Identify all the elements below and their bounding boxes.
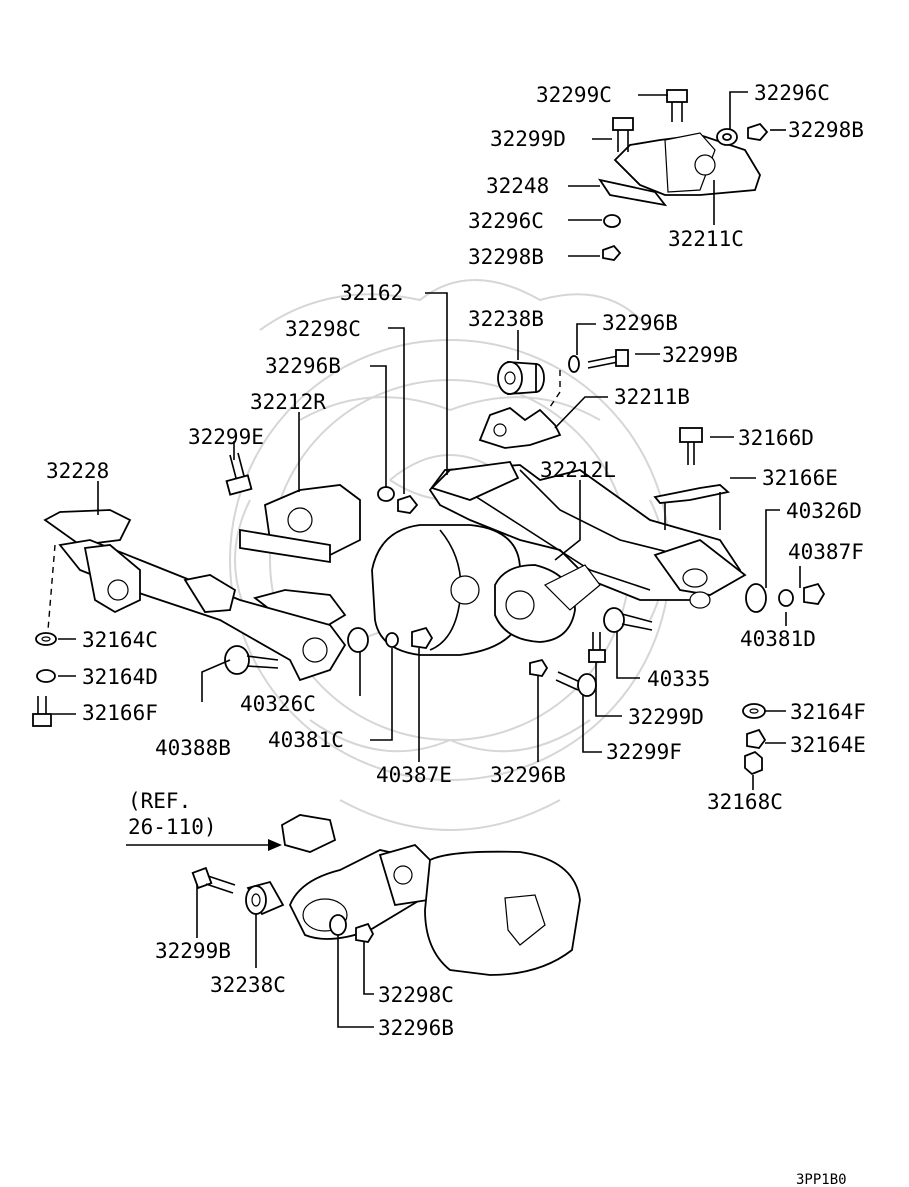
- bolt-40388B: [224, 645, 279, 675]
- callout-40326C: 40326C: [240, 692, 316, 716]
- callout-40381D: 40381D: [740, 627, 816, 651]
- callout-32166E: 32166E: [762, 466, 838, 490]
- washer-32296C-top: [716, 128, 738, 146]
- callout-40388B: 40388B: [155, 736, 231, 760]
- callout-32168C: 32168C: [707, 790, 783, 814]
- callout-32298C-bottom: 32298C: [378, 983, 454, 1007]
- callout-40335: 40335: [647, 667, 710, 691]
- washer-32164D: [36, 669, 56, 683]
- callout-32296B-bottom: 32296B: [378, 1016, 454, 1040]
- washer-40381C: [385, 632, 399, 648]
- nut-40387E: [411, 626, 434, 649]
- bolt-32166D: [679, 427, 703, 465]
- callout-32298B-top: 32298B: [788, 118, 864, 142]
- washer-32296B-bottom: [329, 914, 347, 936]
- ref-note-line1: (REF.: [128, 789, 191, 813]
- callout-32299B-bottom: 32299B: [155, 939, 231, 963]
- bolt-32299F: [555, 671, 597, 697]
- bolt-32299E: [225, 452, 253, 496]
- callout-32299D-low: 32299D: [628, 705, 704, 729]
- differential-mount-32212L: [494, 564, 601, 643]
- leader-lines: [52, 91, 801, 1028]
- callout-32299D-top: 32299D: [490, 127, 566, 151]
- nut-32298B-mid: [602, 244, 622, 261]
- callout-32248: 32248: [486, 174, 549, 198]
- mount-bracket-32211B: [478, 406, 562, 449]
- washer-40326D: [745, 583, 767, 613]
- bolt-32299C: [666, 89, 688, 122]
- ref-note-line2: 26-110): [128, 815, 217, 839]
- bushing-leader-dashed: [547, 370, 561, 411]
- callout-32299B-top: 32299B: [662, 343, 738, 367]
- bushing-32238C: [245, 880, 285, 916]
- ref-arrowhead: [268, 839, 282, 851]
- bolt-32299D-low: [588, 632, 606, 663]
- callout-32166D: 32166D: [738, 426, 814, 450]
- callout-32228: 32228: [46, 459, 109, 483]
- front-mount-bracket-32211C: [598, 132, 761, 207]
- callout-32296B-low: 32296B: [490, 763, 566, 787]
- diagram-code: 3PP1B0: [796, 1172, 847, 1187]
- callout-32211B: 32211B: [614, 385, 690, 409]
- bracket-32212R: [239, 484, 361, 631]
- callout-32298C-top: 32298C: [285, 317, 361, 341]
- arm-leader-dashed: [47, 544, 56, 631]
- trailing-arm-32228: [43, 509, 347, 682]
- washer-40326C: [347, 627, 369, 653]
- callout-labels: 32299C 32296C 32298B 32299D 32248 32296C…: [46, 81, 866, 1187]
- nut-32298C-left: [397, 494, 419, 514]
- callout-32238B: 32238B: [468, 307, 544, 331]
- bracket-32166E: [653, 484, 730, 530]
- callout-32296C-top: 32296C: [754, 81, 830, 105]
- washer-32296B-left: [377, 486, 395, 502]
- callout-32296C-mid: 32296C: [468, 209, 544, 233]
- washer-32296C-mid: [603, 214, 621, 228]
- bolt-32299D-top: [612, 117, 634, 152]
- washer-32164E: [746, 728, 767, 749]
- callout-40326D: 40326D: [786, 499, 862, 523]
- diff-mount-bracket-ref: [281, 814, 431, 940]
- callout-32212L: 32212L: [540, 458, 616, 482]
- differential-carrier-ref: [424, 850, 581, 976]
- callout-40387E: 40387E: [376, 763, 452, 787]
- callout-32162: 32162: [340, 281, 403, 305]
- bolt-40335: [603, 607, 653, 633]
- callout-32298B-mid: 32298B: [468, 245, 544, 269]
- washer-32164F: [742, 703, 766, 719]
- callout-32164F: 32164F: [790, 700, 866, 724]
- callout-32211C: 32211C: [668, 227, 744, 251]
- washer-32296B-top: [568, 355, 580, 373]
- callout-40387F: 40387F: [788, 540, 864, 564]
- callout-32166F: 32166F: [82, 701, 158, 725]
- washer-32164C: [35, 632, 57, 646]
- callout-32299F: 32299F: [606, 740, 682, 764]
- callout-32238C: 32238C: [210, 973, 286, 997]
- callout-32296B-left: 32296B: [265, 354, 341, 378]
- callout-32164E: 32164E: [790, 733, 866, 757]
- nut-32298B-top: [747, 122, 769, 141]
- callout-32299E: 32299E: [188, 425, 264, 449]
- nut-40387F: [803, 582, 826, 605]
- bolt-32299B-top: [587, 349, 629, 369]
- callout-32164C: 32164C: [82, 628, 158, 652]
- bushing-32238B: [497, 361, 545, 395]
- callout-32212R: 32212R: [250, 390, 326, 414]
- nut-32168C: [744, 750, 763, 776]
- callout-32164D: 32164D: [82, 665, 158, 689]
- bolt-32166F: [32, 696, 52, 727]
- bolt-32299B-bottom: [191, 866, 236, 894]
- nut-32296B-low: [529, 658, 549, 677]
- washer-40381D: [778, 589, 794, 607]
- callout-32296B-top: 32296B: [602, 311, 678, 335]
- callout-40381C: 40381C: [268, 728, 344, 752]
- callout-32299C: 32299C: [536, 83, 612, 107]
- nut-32298C-bottom: [355, 922, 375, 943]
